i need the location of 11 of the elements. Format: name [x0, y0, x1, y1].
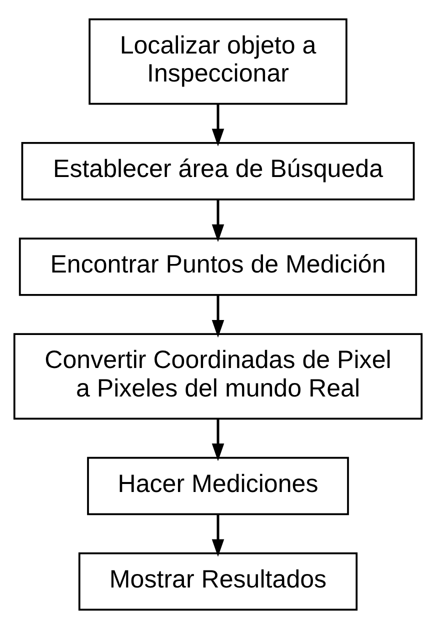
node-box: Convertir Coordinadas de Pixel a Pixeles del mundo Real [13, 332, 423, 420]
node-box: Hacer Mediciones [87, 456, 349, 515]
node-box: Mostrar Resultados [78, 552, 358, 610]
node-box: Establecer área de Búsqueda [21, 142, 415, 200]
arrow [212, 294, 224, 338]
node-box: Encontrar Puntos de Medición [18, 237, 418, 296]
arrow [212, 104, 224, 146]
arrow [212, 514, 224, 556]
node-box: Localizar objeto a Inspeccionar [88, 18, 348, 104]
arrow [212, 199, 224, 242]
arrow [212, 418, 224, 461]
